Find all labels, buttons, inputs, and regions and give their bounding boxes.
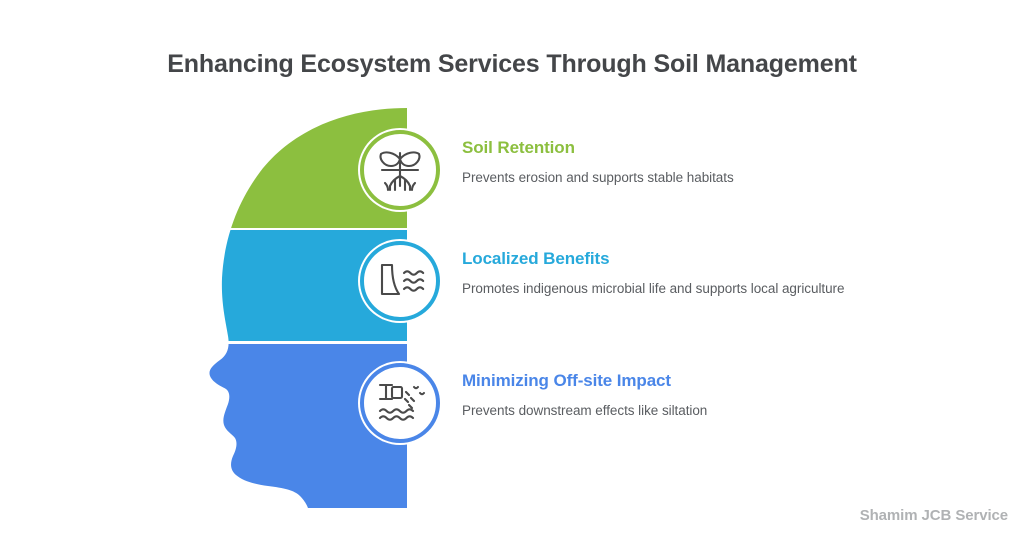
badge-outfall bbox=[358, 361, 442, 445]
feature-heading: Minimizing Off-site Impact bbox=[462, 371, 671, 390]
footer-attribution: Shamim JCB Service bbox=[859, 507, 1008, 524]
feature-heading: Localized Benefits bbox=[462, 249, 610, 268]
badge-dam bbox=[358, 239, 442, 323]
feature-text-block: Minimizing Off-site Impact Prevents down… bbox=[462, 371, 862, 420]
feature-text-block: Localized Benefits Promotes indigenous m… bbox=[462, 249, 862, 298]
feature-text-block: Soil Retention Prevents erosion and supp… bbox=[462, 138, 862, 187]
badge-ring-cyan bbox=[360, 241, 440, 321]
page-title: Enhancing Ecosystem Services Through Soi… bbox=[167, 50, 857, 78]
feature-description: Prevents erosion and supports stable hab… bbox=[462, 170, 734, 185]
outfall-pipe-water-icon bbox=[378, 383, 426, 421]
feature-description: Prevents downstream effects like siltati… bbox=[462, 403, 708, 418]
badge-seedling bbox=[358, 128, 442, 212]
dam-water-icon bbox=[380, 263, 425, 296]
seedling-roots-icon bbox=[379, 151, 421, 192]
badge-ring-blue bbox=[360, 363, 440, 443]
feature-description: Promotes indigenous microbial life and s… bbox=[462, 281, 845, 296]
feature-heading: Soil Retention bbox=[462, 138, 575, 157]
